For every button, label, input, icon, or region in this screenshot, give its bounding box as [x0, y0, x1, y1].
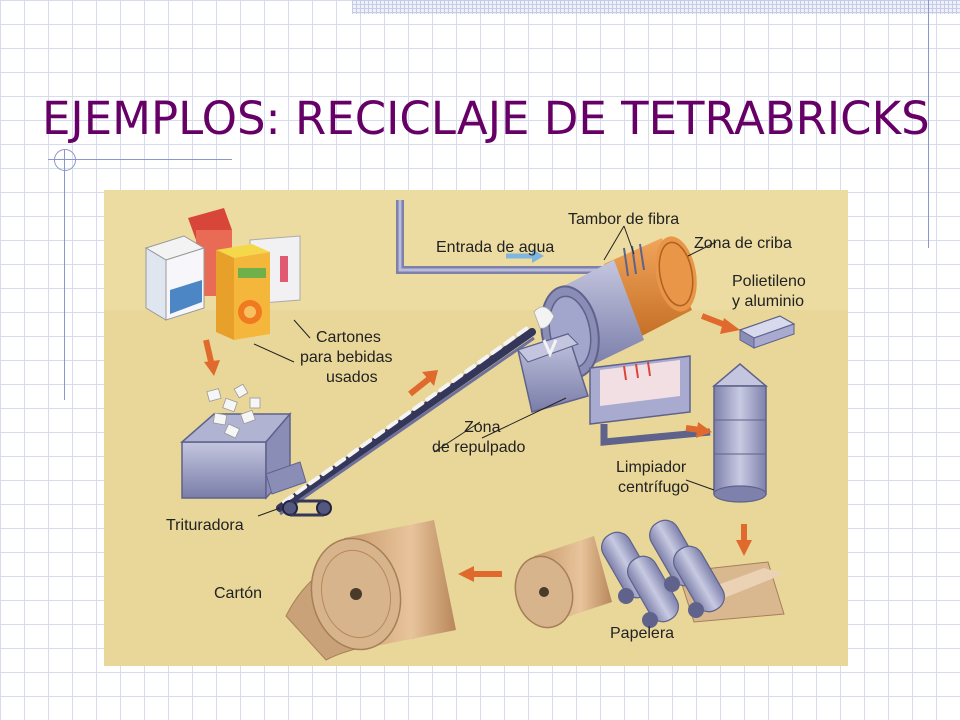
- recycling-diagram-svg: Tambor de fibra Entrada de agua Zona de …: [104, 190, 848, 666]
- label-tambor-de-fibra: Tambor de fibra: [568, 211, 679, 228]
- label-papelera: Papelera: [610, 625, 674, 642]
- label-usados: usados: [326, 369, 378, 386]
- decor-vertical-line-right: [928, 0, 929, 248]
- label-cartones: Cartones: [316, 329, 381, 346]
- arrow-icon: [203, 339, 220, 376]
- arrow-icon: [685, 422, 712, 438]
- label-centrifugo: centrífugo: [618, 479, 689, 496]
- label-carton: Cartón: [214, 585, 262, 602]
- label-polietileno: Polietileno: [732, 273, 806, 290]
- shredder-icon: [180, 383, 307, 500]
- carton-icon: [144, 208, 301, 340]
- arrow-icon: [736, 524, 752, 556]
- pipe-icon: [600, 424, 711, 446]
- label-trituradora: Trituradora: [166, 517, 244, 534]
- label-zona-de-criba: Zona de criba: [694, 235, 792, 252]
- label-de-repulpado: de repulpado: [432, 439, 526, 456]
- slide-title: EJEMPLOS: RECICLAJE DE TETRABRICKS: [42, 92, 930, 145]
- decor-vertical-line-left: [64, 150, 65, 400]
- roller-icon: [601, 519, 785, 628]
- pointer-lines: [253, 225, 717, 517]
- label-para-bebidas: para bebidas: [300, 349, 393, 366]
- decor-circle: [54, 149, 76, 171]
- decor-horizontal-line: [48, 159, 232, 160]
- label-y-aluminio: y aluminio: [732, 293, 804, 310]
- tray-icon: [589, 355, 691, 425]
- recycling-diagram: Tambor de fibra Entrada de agua Zona de …: [104, 190, 848, 666]
- silo-icon: [711, 363, 769, 503]
- water-arrow-icon: [506, 249, 544, 263]
- label-entrada-de-agua: Entrada de agua: [436, 239, 554, 256]
- arrow-icon: [408, 370, 438, 397]
- water-pipe: [396, 200, 624, 274]
- label-zona: Zona: [464, 419, 501, 436]
- paper-roll-icon: [514, 536, 612, 629]
- tray-icon: [738, 315, 796, 349]
- drum-icon: [517, 236, 697, 413]
- conveyor-icon: [276, 324, 536, 517]
- paper-roll-icon: [285, 520, 456, 661]
- label-limpiador: Limpiador: [616, 459, 687, 476]
- slide-top-bar: [352, 0, 960, 14]
- arrow-icon: [458, 566, 502, 582]
- arrow-icon: [700, 313, 740, 334]
